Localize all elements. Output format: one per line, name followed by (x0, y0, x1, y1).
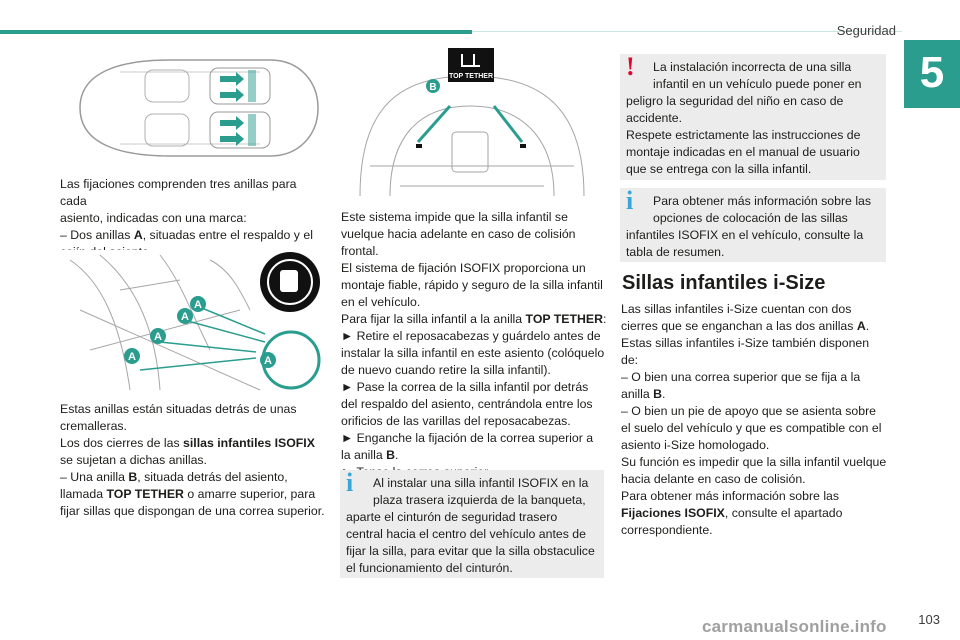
col2-paragraph: Este sistema impide que la silla infanti… (341, 210, 607, 479)
top-tether-figure: TOP TETHER B (359, 48, 585, 197)
info-icon: i (626, 186, 634, 215)
svg-text:A: A (154, 331, 162, 343)
chapter-tab: 5 (904, 40, 960, 108)
svg-text:B: B (429, 82, 436, 93)
col3-info-note: i Para obtener más información sobre las… (620, 188, 886, 262)
col3-warning-note: ! La instalación incorrecta de una silla… (620, 54, 886, 180)
col1-paragraph-2: Estas anillas están situadas detrás de u… (60, 402, 325, 518)
col2-info-note: i Al instalar una silla infantil ISOFIX … (340, 470, 604, 578)
svg-text:A: A (264, 355, 272, 367)
svg-text:A: A (194, 299, 202, 311)
svg-text:A: A (128, 351, 136, 363)
svg-text:A: A (181, 311, 189, 323)
col3-paragraph: Las sillas infantiles i-Size cuentan con… (621, 302, 887, 537)
svg-text:TOP TETHER: TOP TETHER (449, 73, 493, 80)
car-top-view-figure (79, 59, 319, 157)
heading-isize: Sillas infantiles i-Size (622, 272, 826, 294)
isofix-anchors-figure: A A A A A (60, 250, 322, 396)
info-icon: i (346, 468, 354, 497)
watermark: carmanualsonline.info (702, 617, 887, 636)
page-number: 103 (918, 612, 940, 627)
header-rule-thin (472, 31, 902, 32)
warning-icon: ! (626, 52, 635, 81)
header-rule (0, 30, 472, 34)
section-title: Seguridad (836, 23, 896, 38)
col1-paragraph-1: Las fijaciones comprenden tres anillas p… (60, 177, 313, 259)
